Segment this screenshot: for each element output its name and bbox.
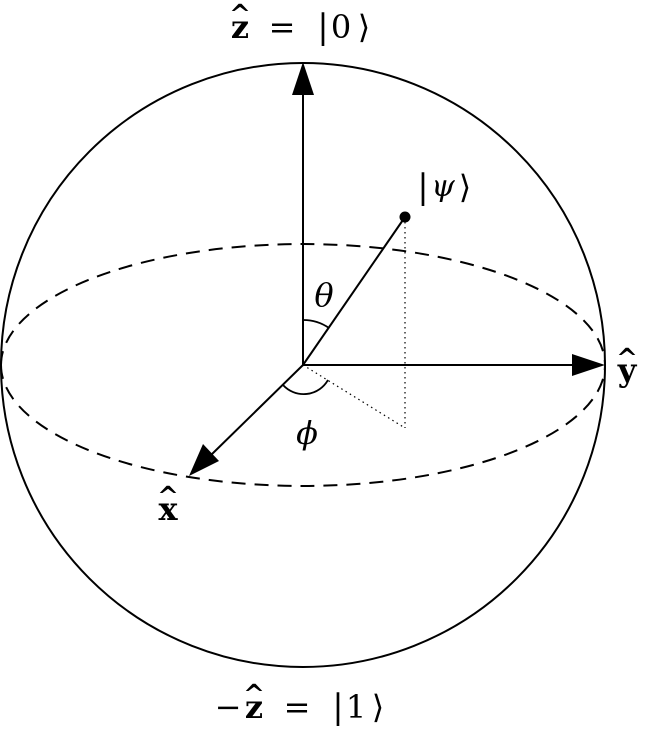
y-axis-hat: ^ — [616, 344, 638, 374]
x-axis-arrowhead — [189, 444, 219, 476]
label-x-axis: ^ x — [157, 482, 179, 528]
y-axis-letter: y — [617, 351, 638, 389]
label-psi: | ψ ⟩ — [417, 167, 471, 207]
label-z-bottom: − ^ z = | 1 ⟩ — [215, 680, 385, 727]
z-top-ket-close: ⟩ — [358, 8, 370, 46]
theta-label: θ — [314, 276, 333, 314]
label-z-top: ^ z = | 0 ⟩ — [229, 0, 370, 47]
z-bottom-minus: − — [215, 688, 242, 726]
z-bottom-ket-open: | — [332, 687, 343, 727]
x-axis-line — [209, 364, 304, 457]
y-axis-arrowhead — [572, 354, 605, 376]
z-bottom-axis-letter: z — [245, 688, 263, 726]
equator-front-dashed — [0, 364, 606, 487]
z-bottom-ket-close: ⟩ — [372, 688, 384, 726]
z-top-ket-value: 0 — [331, 8, 351, 46]
x-axis-letter: x — [158, 490, 178, 528]
psi-projection-equatorial — [302, 364, 406, 429]
z-bottom-equals: = — [284, 688, 311, 726]
psi-ket-close: ⟩ — [459, 168, 471, 206]
x-axis-hat: ^ — [157, 482, 179, 512]
z-top-axis-letter: z — [231, 8, 249, 46]
psi-ket-open: | — [417, 167, 428, 207]
z-top-ket-open: | — [317, 7, 328, 47]
z-top-equals: = — [269, 8, 296, 46]
psi-symbol: ψ — [431, 169, 455, 204]
z-top-hat: ^ — [229, 0, 251, 30]
theta-arc — [302, 319, 330, 329]
z-axis-arrowhead — [292, 62, 314, 95]
z-bottom-hat: ^ — [243, 680, 265, 710]
phi-arc — [282, 379, 329, 395]
psi-point — [399, 211, 411, 223]
label-y-axis: ^ y — [616, 344, 638, 389]
z-bottom-ket-value: 1 — [346, 688, 366, 726]
phi-label: ϕ — [296, 414, 318, 452]
psi-vector — [302, 216, 406, 366]
